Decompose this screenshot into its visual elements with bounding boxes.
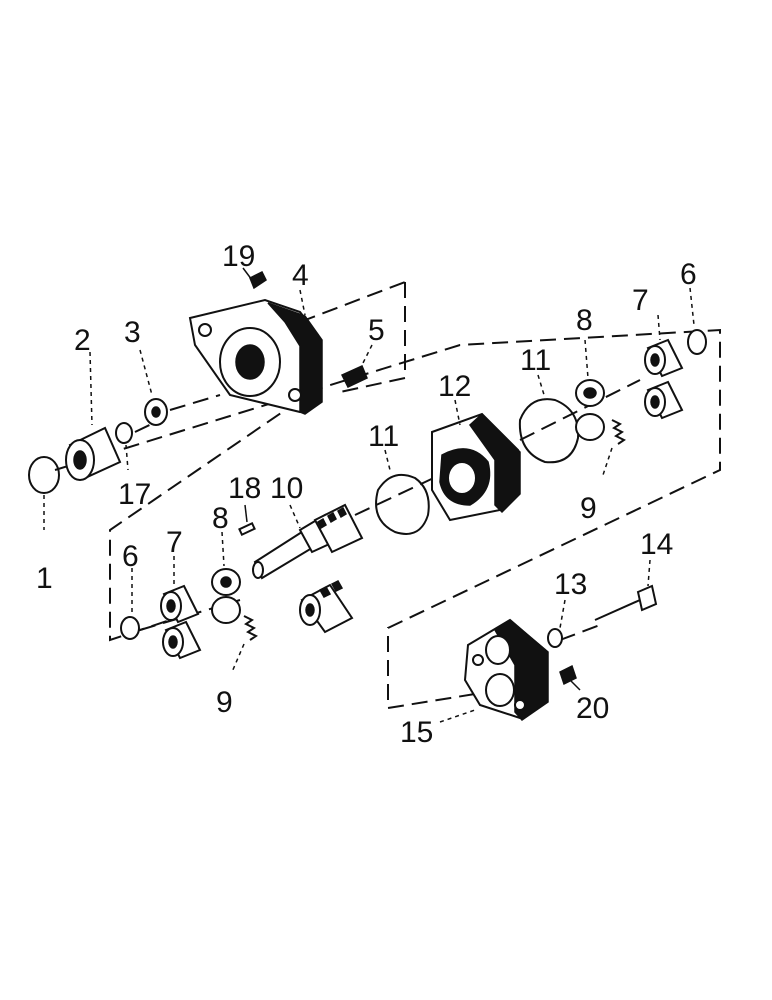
part-18-key	[238, 504, 256, 537]
part-6-ring-upper	[687, 287, 707, 355]
label-18: 18	[228, 472, 261, 505]
part-1-o-ring	[28, 456, 60, 530]
label-13: 13	[554, 568, 587, 601]
label-5: 5	[368, 314, 385, 347]
label-12: 12	[438, 370, 471, 403]
label-9-upper: 9	[580, 492, 597, 525]
label-6-upper: 6	[680, 258, 697, 291]
part-8-bearing-plate-upper	[575, 339, 605, 441]
label-7-lower: 7	[166, 526, 183, 559]
part-20-screw	[559, 664, 581, 691]
part-3-nut	[139, 349, 168, 426]
part-2-bearing-ring	[65, 351, 122, 481]
label-1: 1	[36, 562, 53, 595]
part-6-ring-lower	[120, 568, 140, 640]
label-6-lower: 6	[122, 540, 139, 573]
label-17: 17	[118, 478, 151, 511]
label-8-lower: 8	[212, 502, 229, 535]
label-4: 4	[292, 259, 309, 292]
part-labels: 1 2 3 4 5 6 6 7 7 8 8 9 9 10 11 11 12 13…	[36, 240, 697, 749]
label-14: 14	[640, 528, 673, 561]
part-5-screw	[340, 344, 373, 388]
driven-gear	[299, 580, 354, 634]
label-10: 10	[270, 472, 303, 505]
part-11-gasket-right	[518, 374, 580, 464]
part-9-spring-upper	[601, 419, 626, 479]
assembly-guide-lines	[54, 281, 721, 710]
part-10-drive-shaft	[252, 503, 364, 580]
part-17-washer	[115, 422, 133, 471]
label-11-right: 11	[520, 344, 551, 377]
label-20: 20	[576, 692, 609, 725]
part-8-bearing-plate-lower	[211, 531, 241, 624]
label-2: 2	[74, 324, 91, 357]
label-11-left: 11	[368, 420, 399, 453]
part-13-washer	[547, 599, 566, 648]
part-12-pump-housing	[431, 399, 521, 522]
label-19: 19	[222, 240, 255, 273]
part-4-flange-cover	[188, 289, 323, 415]
part-7-needle-bearing-upper	[644, 314, 684, 420]
part-14-bolt	[594, 559, 658, 621]
part-11-gasket-left	[375, 449, 430, 535]
label-7-upper: 7	[632, 284, 649, 317]
part-9-spring-lower	[231, 615, 258, 673]
label-9-lower: 9	[216, 686, 233, 719]
label-3: 3	[124, 316, 141, 349]
label-8-upper: 8	[576, 304, 593, 337]
part-15-rear-cover	[439, 618, 549, 723]
part-7-needle-bearing-lower	[160, 556, 202, 660]
label-15: 15	[400, 716, 433, 749]
part-19-screw	[242, 267, 267, 290]
